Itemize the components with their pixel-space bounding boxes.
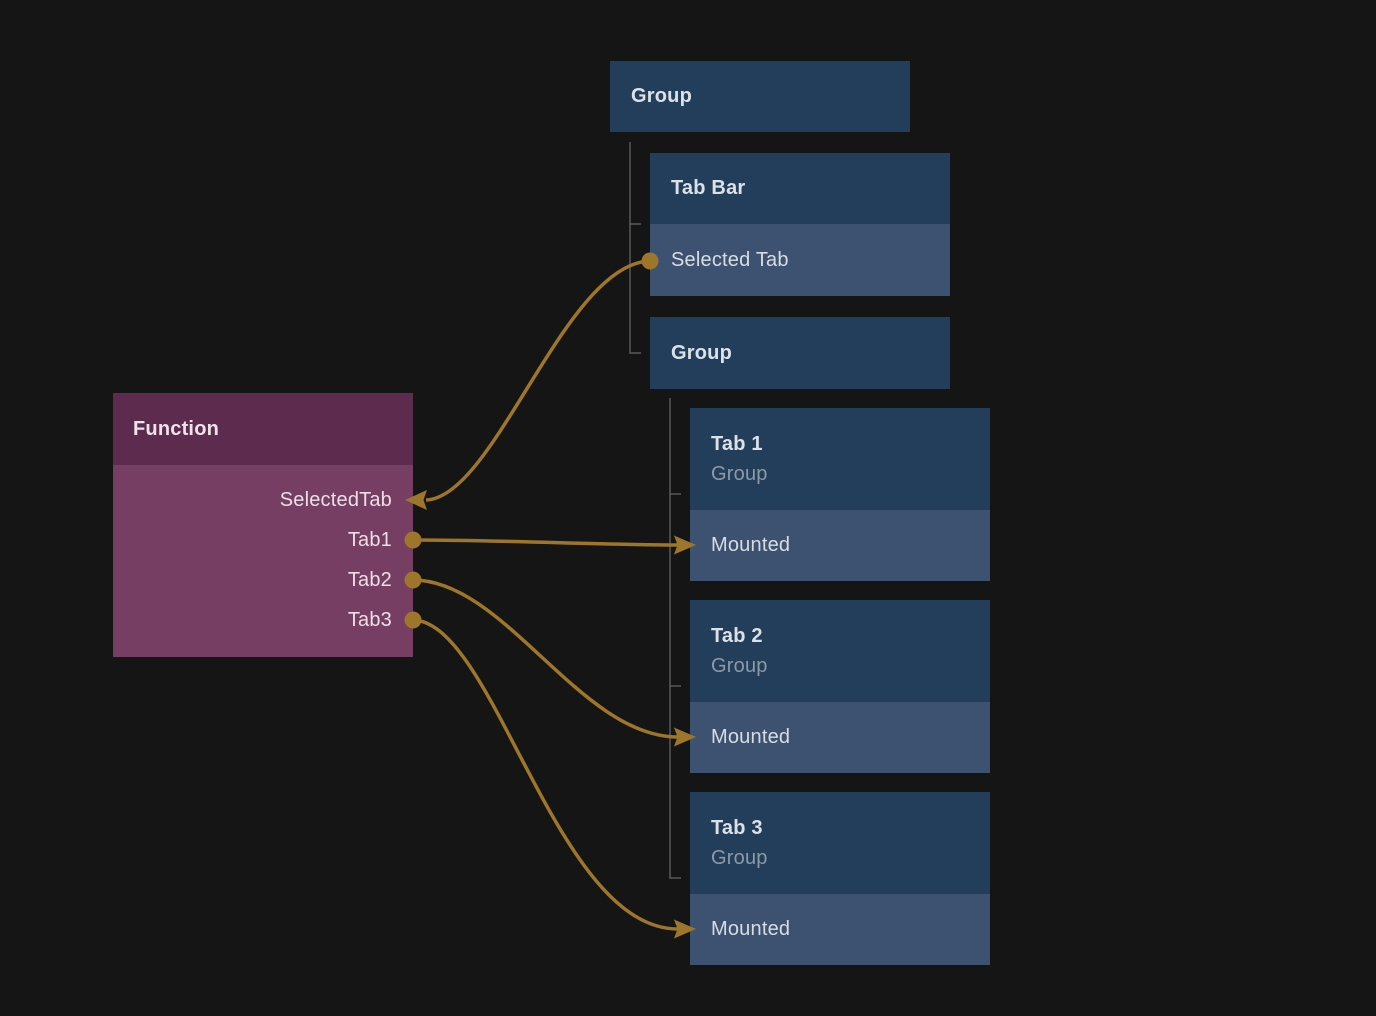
node-tab-1-header[interactable]: Tab 1 Group xyxy=(690,408,990,510)
node-title: Group xyxy=(671,341,732,364)
row-mounted-tab-3[interactable]: Mounted xyxy=(690,894,990,965)
row-mounted-tab-2[interactable]: Mounted xyxy=(690,702,990,773)
row-label: Selected Tab xyxy=(671,248,789,271)
node-title: Tab 3 xyxy=(711,817,763,839)
row-label: Mounted xyxy=(711,534,791,556)
node-title: Group xyxy=(631,85,692,107)
wire-tab1[interactable] xyxy=(412,538,679,547)
wire-tab2[interactable] xyxy=(412,578,679,739)
port-label: Tab3 xyxy=(347,608,392,631)
node-subtitle: Group xyxy=(711,463,768,485)
tree-line-group xyxy=(669,398,681,879)
node-title: Tab Bar xyxy=(671,177,746,199)
node-group-inner[interactable]: Group xyxy=(650,317,950,389)
row-mounted-tab-1[interactable]: Mounted xyxy=(690,510,990,581)
port-label: SelectedTab xyxy=(279,488,392,511)
node-tab-3[interactable]: Tab 3 Group Mounted xyxy=(690,792,990,965)
node-function[interactable]: Function SelectedTab Tab1 Tab2 Tab3 xyxy=(113,393,413,657)
node-function-header[interactable]: Function xyxy=(113,393,413,465)
node-tab-2-header[interactable]: Tab 2 Group xyxy=(690,600,990,702)
node-tab-bar-header[interactable]: Tab Bar xyxy=(650,153,950,224)
port-selectedtab[interactable]: SelectedTab xyxy=(113,480,413,520)
port-label: Tab1 xyxy=(347,528,392,551)
port-tab2[interactable]: Tab2 xyxy=(113,560,413,600)
node-group-inner-header[interactable]: Group xyxy=(650,317,950,389)
row-label: Mounted xyxy=(711,918,791,940)
row-selected-tab[interactable]: Selected Tab xyxy=(650,224,950,296)
node-title: Function xyxy=(133,417,220,440)
node-tab-1[interactable]: Tab 1 Group Mounted xyxy=(690,408,990,581)
wire-selectedtab[interactable] xyxy=(425,259,651,502)
arrowheads xyxy=(405,490,696,939)
node-group-root[interactable]: Group xyxy=(610,61,910,132)
node-title: Tab 2 xyxy=(711,625,763,647)
port-label: Tab2 xyxy=(347,568,392,591)
node-subtitle: Group xyxy=(711,847,768,869)
port-tab1[interactable]: Tab1 xyxy=(113,520,413,560)
node-title: Tab 1 xyxy=(711,433,763,455)
wire-tab3[interactable] xyxy=(412,618,679,931)
row-label: Mounted xyxy=(711,726,791,748)
node-group-root-header[interactable]: Group xyxy=(610,61,910,132)
port-tab3[interactable]: Tab3 xyxy=(113,600,413,640)
tree-line-root xyxy=(629,142,641,354)
node-tab-3-header[interactable]: Tab 3 Group xyxy=(690,792,990,894)
node-function-body: SelectedTab Tab1 Tab2 Tab3 xyxy=(113,465,413,657)
node-tab-2[interactable]: Tab 2 Group Mounted xyxy=(690,600,990,773)
node-tab-bar[interactable]: Tab Bar Selected Tab xyxy=(650,153,950,296)
port-dots xyxy=(404,252,659,629)
node-subtitle: Group xyxy=(711,655,768,677)
wire-group xyxy=(412,259,679,931)
